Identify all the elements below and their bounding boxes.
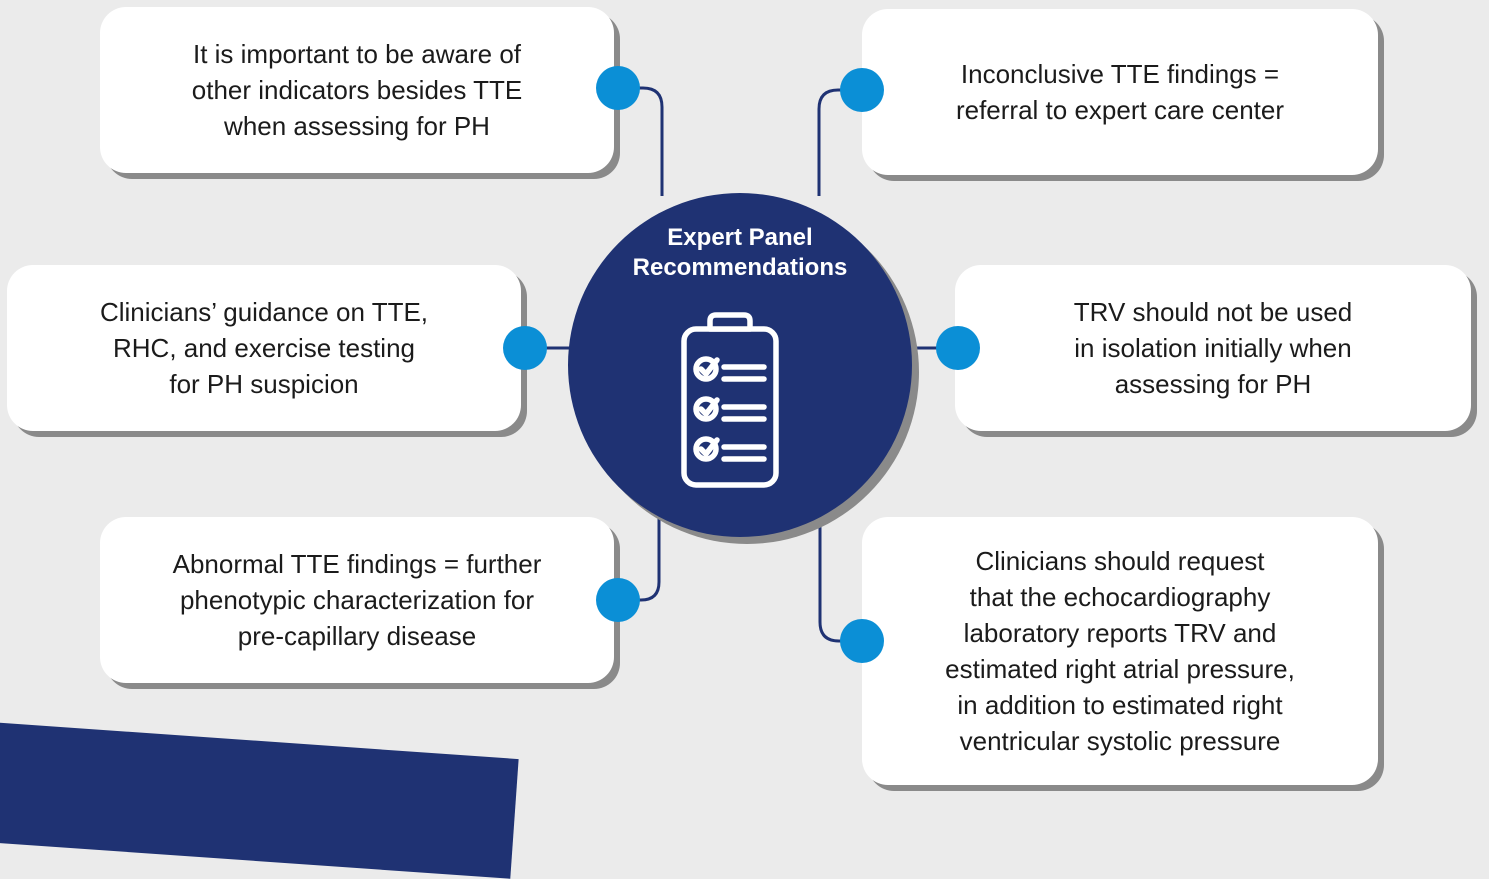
recommendation-text: Clinicians should request that the echoc… — [945, 543, 1295, 759]
expert-panel-circle: Expert Panel Recommendations — [568, 193, 912, 537]
text-line: when assessing for PH — [224, 111, 490, 141]
text-line: other indicators besides TTE — [191, 75, 523, 105]
text-line: pre-capillary disease — [237, 621, 477, 651]
recommendation-text: Abnormal TTE findings = further phenotyp… — [173, 546, 542, 654]
connector-bottom-right — [818, 500, 862, 643]
connector-dot-middle-right — [936, 326, 980, 370]
text-line: RHC, and exercise testing — [112, 333, 416, 363]
center-title: Expert Panel Recommendations — [568, 223, 912, 283]
connector-dot-middle-left — [503, 326, 547, 370]
recommendation-text: Inconclusive TTE findings = referral to … — [956, 56, 1284, 128]
connector-top-left — [620, 86, 664, 196]
recommendation-box-middle-left: Clinicians’ guidance on TTE, RHC, and ex… — [7, 265, 521, 431]
text-line: for PH suspicion — [169, 369, 359, 399]
recommendation-text: Clinicians’ guidance on TTE, RHC, and ex… — [100, 294, 428, 402]
text-line: assessing for PH — [1114, 369, 1312, 399]
recommendation-text: It is important to be aware of other ind… — [192, 36, 522, 144]
text-line: in isolation initially when — [1074, 333, 1352, 363]
connector-lines — [525, 86, 958, 643]
recommendation-box-top-right: Inconclusive TTE findings = referral to … — [862, 9, 1378, 175]
clipboard-checklist-icon — [681, 312, 779, 488]
connector-dot-top-right — [840, 68, 884, 112]
recommendation-box-top-left: It is important to be aware of other ind… — [100, 7, 614, 173]
text-line: in addition to estimated right — [957, 690, 1283, 720]
text-line: referral to expert care center — [955, 95, 1285, 125]
text-line: ventricular systolic pressure — [959, 726, 1281, 756]
text-line: estimated right atrial pressure, — [945, 654, 1295, 684]
text-line: TRV should not be used — [1073, 297, 1353, 327]
connector-top-right — [817, 88, 864, 196]
text-line: Clinicians should request — [975, 546, 1265, 576]
text-line: Inconclusive TTE findings = — [960, 59, 1280, 89]
text-line: phenotypic characterization for — [179, 585, 535, 615]
text-line: It is important to be aware of — [192, 39, 522, 69]
connector-dot-top-left — [596, 66, 640, 110]
recommendation-box-middle-right: TRV should not be used in isolation init… — [955, 265, 1471, 431]
text-line: laboratory reports TRV and — [963, 618, 1277, 648]
text-line: Abnormal TTE findings = further — [172, 549, 542, 579]
connector-dot-bottom-left — [596, 578, 640, 622]
center-title-line: Expert Panel — [667, 224, 813, 251]
connector-bottom-left — [620, 500, 661, 602]
recommendation-text: TRV should not be used in isolation init… — [1074, 294, 1352, 402]
text-line: Clinicians’ guidance on TTE, — [99, 297, 429, 327]
recommendation-box-bottom-right: Clinicians should request that the echoc… — [862, 517, 1378, 785]
connector-dot-bottom-right — [840, 619, 884, 663]
recommendation-box-bottom-left: Abnormal TTE findings = further phenotyp… — [100, 517, 614, 683]
center-title-line: Recommendations — [632, 254, 848, 281]
text-line: that the echocardiography — [969, 582, 1271, 612]
